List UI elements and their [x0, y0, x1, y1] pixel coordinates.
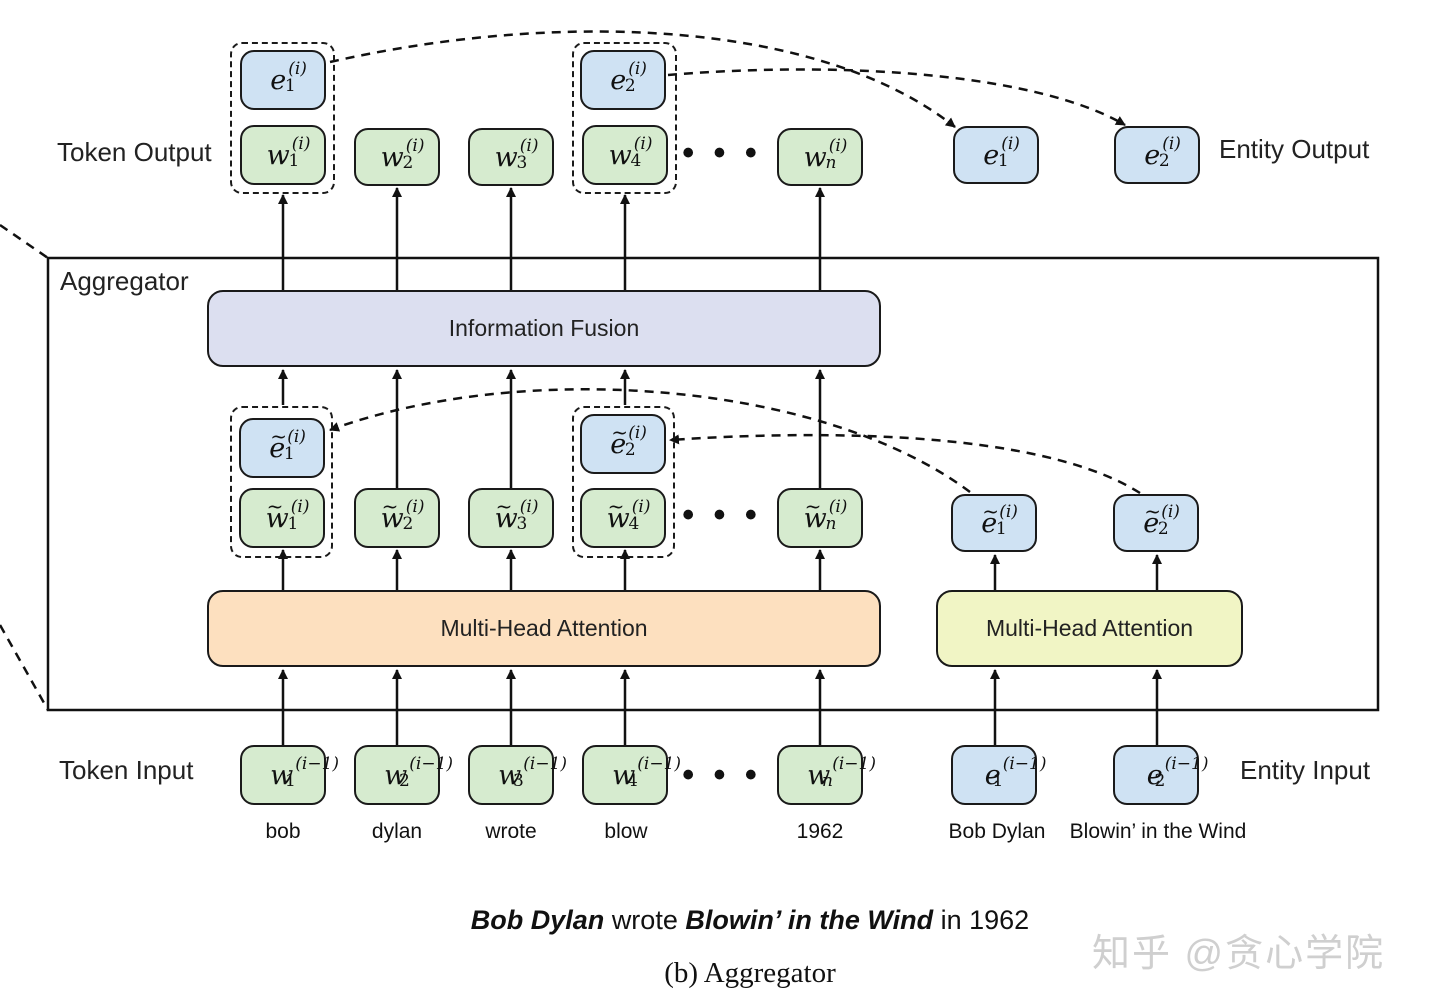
token-intermediate-2: ~w(i)2: [354, 488, 440, 548]
zoom-line-bottom: [0, 624, 50, 711]
entity-input-label: Entity Input: [1240, 755, 1371, 785]
token-input-n: w(i−1)n: [777, 745, 876, 805]
aligned-group-1-output: [230, 42, 335, 194]
token-output-1: w(i)1: [240, 125, 326, 185]
entity-multi-head-attention-layer: Multi-Head Attention: [936, 590, 1243, 667]
aligned-entity-intermediate-1: ~e(i)1: [239, 418, 325, 478]
token-output-2: w(i)2: [354, 128, 440, 186]
entity-word-1: Bob Dylan: [948, 820, 1046, 843]
token-input-4: w(i−1)4: [582, 745, 681, 805]
entity-output-1: e(i)1: [953, 126, 1039, 184]
figure-caption: (b) Aggregator: [664, 957, 836, 989]
token-intermediate-4: ~w(i)4: [580, 488, 666, 548]
aggregator-frame: [46, 256, 1380, 712]
information-fusion-layer: Information Fusion: [207, 290, 881, 367]
token-output-3: w(i)3: [468, 128, 554, 186]
token-output-n: w(i)n: [777, 128, 863, 186]
dashed-link-e1-intermediate: [329, 388, 971, 494]
dashed-link-e2-intermediate: [669, 433, 1141, 495]
ellipsis-token-output: • • •: [682, 134, 762, 172]
token-input-1: w(i−1)1: [240, 745, 339, 805]
entity-word-2: Blowin’ in the Wind: [1069, 820, 1247, 843]
token-word-2: dylan: [371, 820, 423, 843]
token-intermediate-3: ~w(i)3: [468, 488, 554, 548]
aligned-entity-intermediate-2: ~e(i)2: [580, 414, 666, 474]
sentence-entity-1: Bob Dylan: [470, 905, 605, 935]
aligned-group-1-intermediate: [230, 406, 333, 558]
sentence-entity-2: Blowin’ in the Wind: [685, 905, 934, 935]
sentence-word-2: in 1962: [940, 905, 1030, 935]
aggregator-label: Aggregator: [60, 266, 189, 296]
dashed-link-e1-output: [329, 30, 956, 128]
entity-output-label: Entity Output: [1219, 134, 1370, 164]
entity-input-1: e(i−1)1: [951, 745, 1046, 805]
aligned-entity-output-1: e(i)1: [240, 50, 326, 110]
dashed-link-e2-output: [667, 68, 1126, 127]
token-input-3: w(i−1)3: [468, 745, 567, 805]
token-output-label: Token Output: [57, 137, 212, 167]
entity-intermediate-1: ~e(i)1: [951, 494, 1037, 552]
aligned-entity-output-2: e(i)2: [580, 50, 666, 110]
example-sentence: Bob Dylan wrote Blowin’ in the Wind in 1…: [0, 905, 1440, 936]
token-intermediate-n: ~w(i)n: [777, 488, 863, 548]
entity-input-2: e(i−1)2: [1113, 745, 1208, 805]
token-input-label: Token Input: [59, 755, 194, 785]
sentence-word-1: wrote: [611, 905, 678, 935]
token-intermediate-1: ~w(i)1: [239, 488, 325, 548]
token-word-4: blow: [604, 820, 648, 843]
token-word-1: bob: [265, 820, 301, 843]
token-word-3: wrote: [485, 820, 537, 843]
aligned-group-4-output: [572, 42, 677, 194]
token-output-4: w(i)4: [582, 125, 668, 185]
entity-intermediate-2: ~e(i)2: [1113, 494, 1199, 552]
ellipsis-token-intermediate: • • •: [682, 496, 762, 534]
ellipsis-token-input: • • •: [682, 756, 762, 794]
token-multi-head-attention-layer: Multi-Head Attention: [207, 590, 881, 667]
token-word-n: 1962: [796, 820, 844, 843]
entity-output-2: e(i)2: [1114, 126, 1200, 184]
watermark: 知乎 @贪心学院: [1092, 933, 1386, 975]
zoom-line-top: [0, 223, 49, 260]
aligned-group-4-intermediate: [572, 406, 675, 558]
token-input-2: w(i−1)2: [354, 745, 453, 805]
